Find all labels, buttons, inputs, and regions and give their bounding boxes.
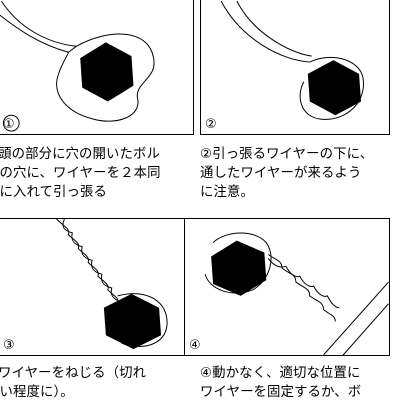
plate-icon bbox=[323, 281, 389, 355]
hex-bolt-icon bbox=[80, 42, 134, 102]
step-number: ④ bbox=[189, 338, 201, 353]
step-number: ② bbox=[205, 117, 217, 132]
wire-loop-icon bbox=[0, 0, 78, 53]
step-number: ① bbox=[3, 117, 15, 132]
step-3-panel: ③ bbox=[0, 218, 194, 356]
wire-loop-icon bbox=[56, 33, 155, 122]
step-3-illustration bbox=[56, 219, 168, 350]
step-2-caption: ②引っ張るワイヤーの下に、 通したワイヤーが来るよう に注意。 bbox=[200, 147, 374, 200]
step-2-panel: ② bbox=[200, 0, 390, 135]
wire-loop-icon bbox=[220, 0, 312, 63]
step-1-panel: ① bbox=[0, 0, 194, 135]
wire-loop-icon bbox=[204, 232, 272, 294]
step-number: ③ bbox=[3, 338, 15, 353]
step-4-panel: ④ bbox=[184, 218, 390, 356]
step-2-illustration bbox=[220, 0, 364, 120]
step-3-caption: ③ワイヤーをねじる（切れ ない程度に）。 bbox=[0, 366, 147, 400]
step-1-caption: ①頭の部分に穴の開いたボル トの穴に、ワイヤーを２本同 時に入れて引っ張る bbox=[0, 147, 161, 200]
step-4-caption: ④動かなく、適切な位置に ワイヤーを固定するか、ボ bbox=[200, 366, 362, 400]
twisted-wire-icon bbox=[267, 254, 340, 322]
wire-loop-icon bbox=[299, 56, 364, 120]
step-1-illustration bbox=[0, 0, 155, 132]
hex-bolt-icon bbox=[307, 60, 362, 116]
hex-bolt-icon bbox=[103, 293, 162, 350]
step-4-illustration bbox=[204, 232, 389, 355]
twisted-wire-icon bbox=[56, 219, 122, 304]
wire-loop-icon bbox=[117, 293, 168, 347]
hex-bolt-icon bbox=[211, 240, 267, 296]
